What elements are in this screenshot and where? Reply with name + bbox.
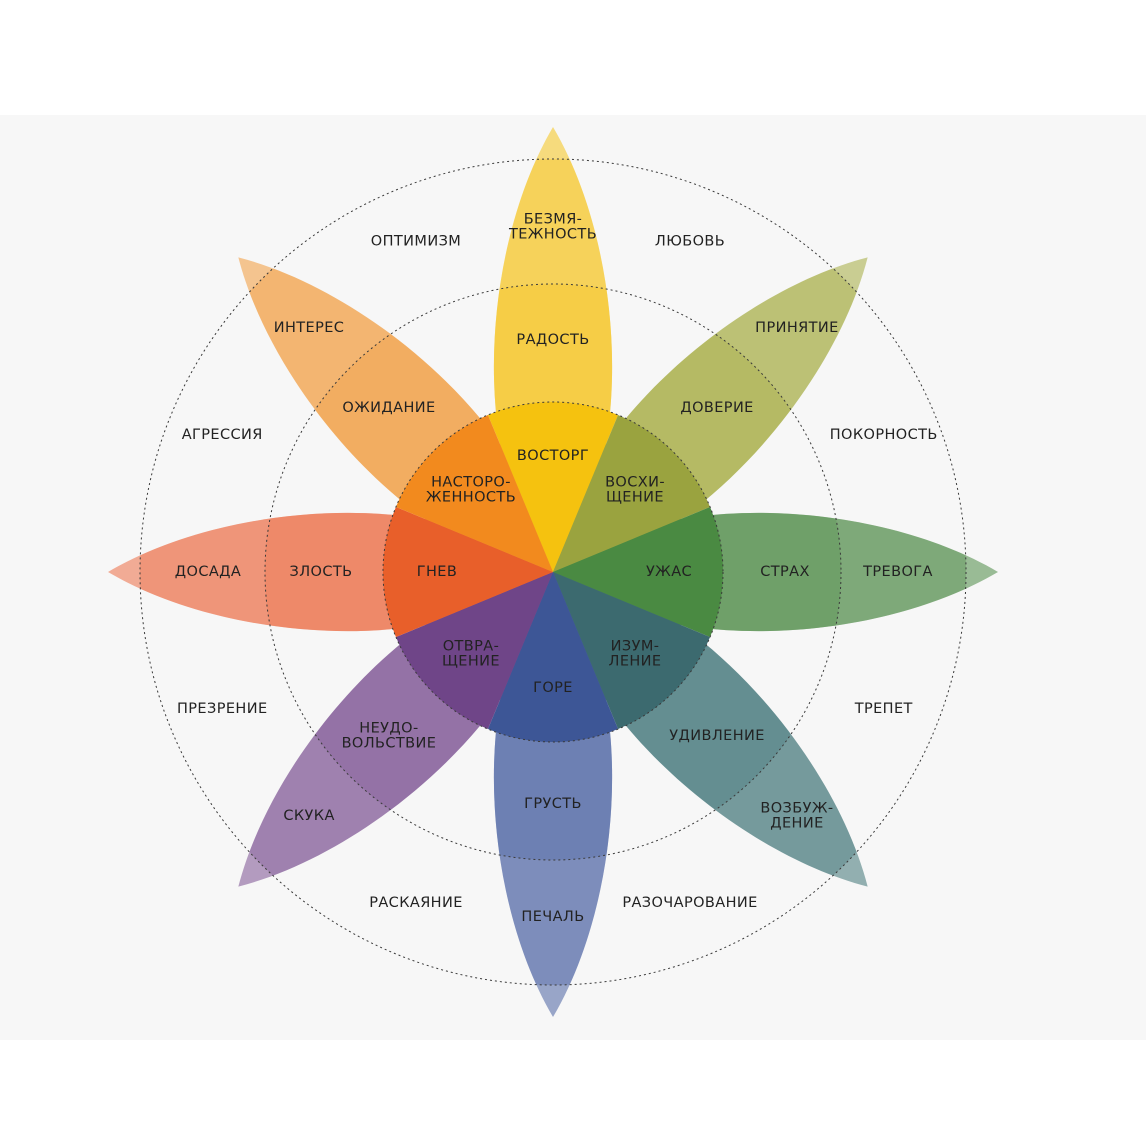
label-middle-disgust: НЕУДО-ВОЛЬСТВИЕ <box>342 721 437 752</box>
label-middle-sadness: ГРУСТЬ <box>524 796 582 812</box>
label-inner-trust: ВОСХИ-ЩЕНИЕ <box>605 474 665 505</box>
label-outer-disgust: СКУКА <box>283 808 334 824</box>
label-dyad: ОПТИМИЗМ <box>371 233 461 249</box>
label-inner-disgust: ОТВРА-ЩЕНИЕ <box>442 639 500 670</box>
label-outer-anger: ДОСАДА <box>175 564 241 580</box>
ring-middle <box>264 283 842 861</box>
core-wedge-fear <box>553 506 724 638</box>
labels-layer: ВОСТОРГ РАДОСТЬ БЕЗМЯ-ТЕЖНОСТЬ ВОСХИ-ЩЕНИЕ Д… <box>175 212 938 926</box>
label-outer-sadness: ПЕЧАЛЬ <box>521 909 584 925</box>
label-outer-surprise: ВОЗБУЖ-ДЕНИЕ <box>760 800 833 831</box>
label-dyad: РАСКАЯНИЕ <box>369 895 463 911</box>
label-inner-anticipation: НАСТОРО-ЖЕННОСТЬ <box>426 474 516 505</box>
inner-core <box>382 401 724 743</box>
core-wedge-anticipation <box>395 414 553 572</box>
label-dyad: ПРЕЗРЕНИЕ <box>177 701 268 717</box>
label-middle-surprise: УДИВЛЕНИЕ <box>669 728 765 744</box>
label-inner-fear: УЖАС <box>646 564 692 580</box>
label-inner-surprise: ИЗУМ-ЛЕНИЕ <box>609 639 662 670</box>
label-outer-anticipation: ИНТЕРЕС <box>274 320 345 336</box>
core-wedge-disgust <box>395 572 553 730</box>
ring-inner <box>382 401 724 743</box>
label-middle-fear: СТРАХ <box>760 564 810 580</box>
rings-layer <box>139 158 967 986</box>
label-dyad: АГРЕССИЯ <box>182 427 263 443</box>
label-middle-joy: РАДОСТЬ <box>516 332 589 348</box>
ring-outer <box>139 158 967 986</box>
core-wedge-surprise <box>553 572 711 730</box>
label-outer-trust: ПРИНЯТИЕ <box>755 320 839 336</box>
label-inner-anger: ГНЕВ <box>417 564 457 580</box>
label-outer-fear: ТРЕВОГА <box>862 564 933 580</box>
label-inner-joy: ВОСТОРГ <box>517 448 589 464</box>
core-wedge-anger <box>382 506 553 638</box>
core-wedge-joy <box>487 401 619 572</box>
core-wedge-sadness <box>487 572 619 743</box>
core-wedge-trust <box>553 414 711 572</box>
label-middle-trust: ДОВЕРИЕ <box>680 400 753 416</box>
label-outer-joy: БЕЗМЯ-ТЕЖНОСТЬ <box>508 212 597 243</box>
label-dyad: ЛЮБОВЬ <box>655 233 725 249</box>
label-dyad: РАЗОЧАРОВАНИЕ <box>622 895 757 911</box>
label-middle-anger: ЗЛОСТЬ <box>290 564 353 580</box>
label-inner-sadness: ГОРЕ <box>533 680 573 696</box>
label-middle-anticipation: ОЖИДАНИЕ <box>342 400 435 416</box>
label-dyad: ПОКОРНОСТЬ <box>830 427 938 443</box>
label-dyad: ТРЕПЕТ <box>854 701 913 717</box>
